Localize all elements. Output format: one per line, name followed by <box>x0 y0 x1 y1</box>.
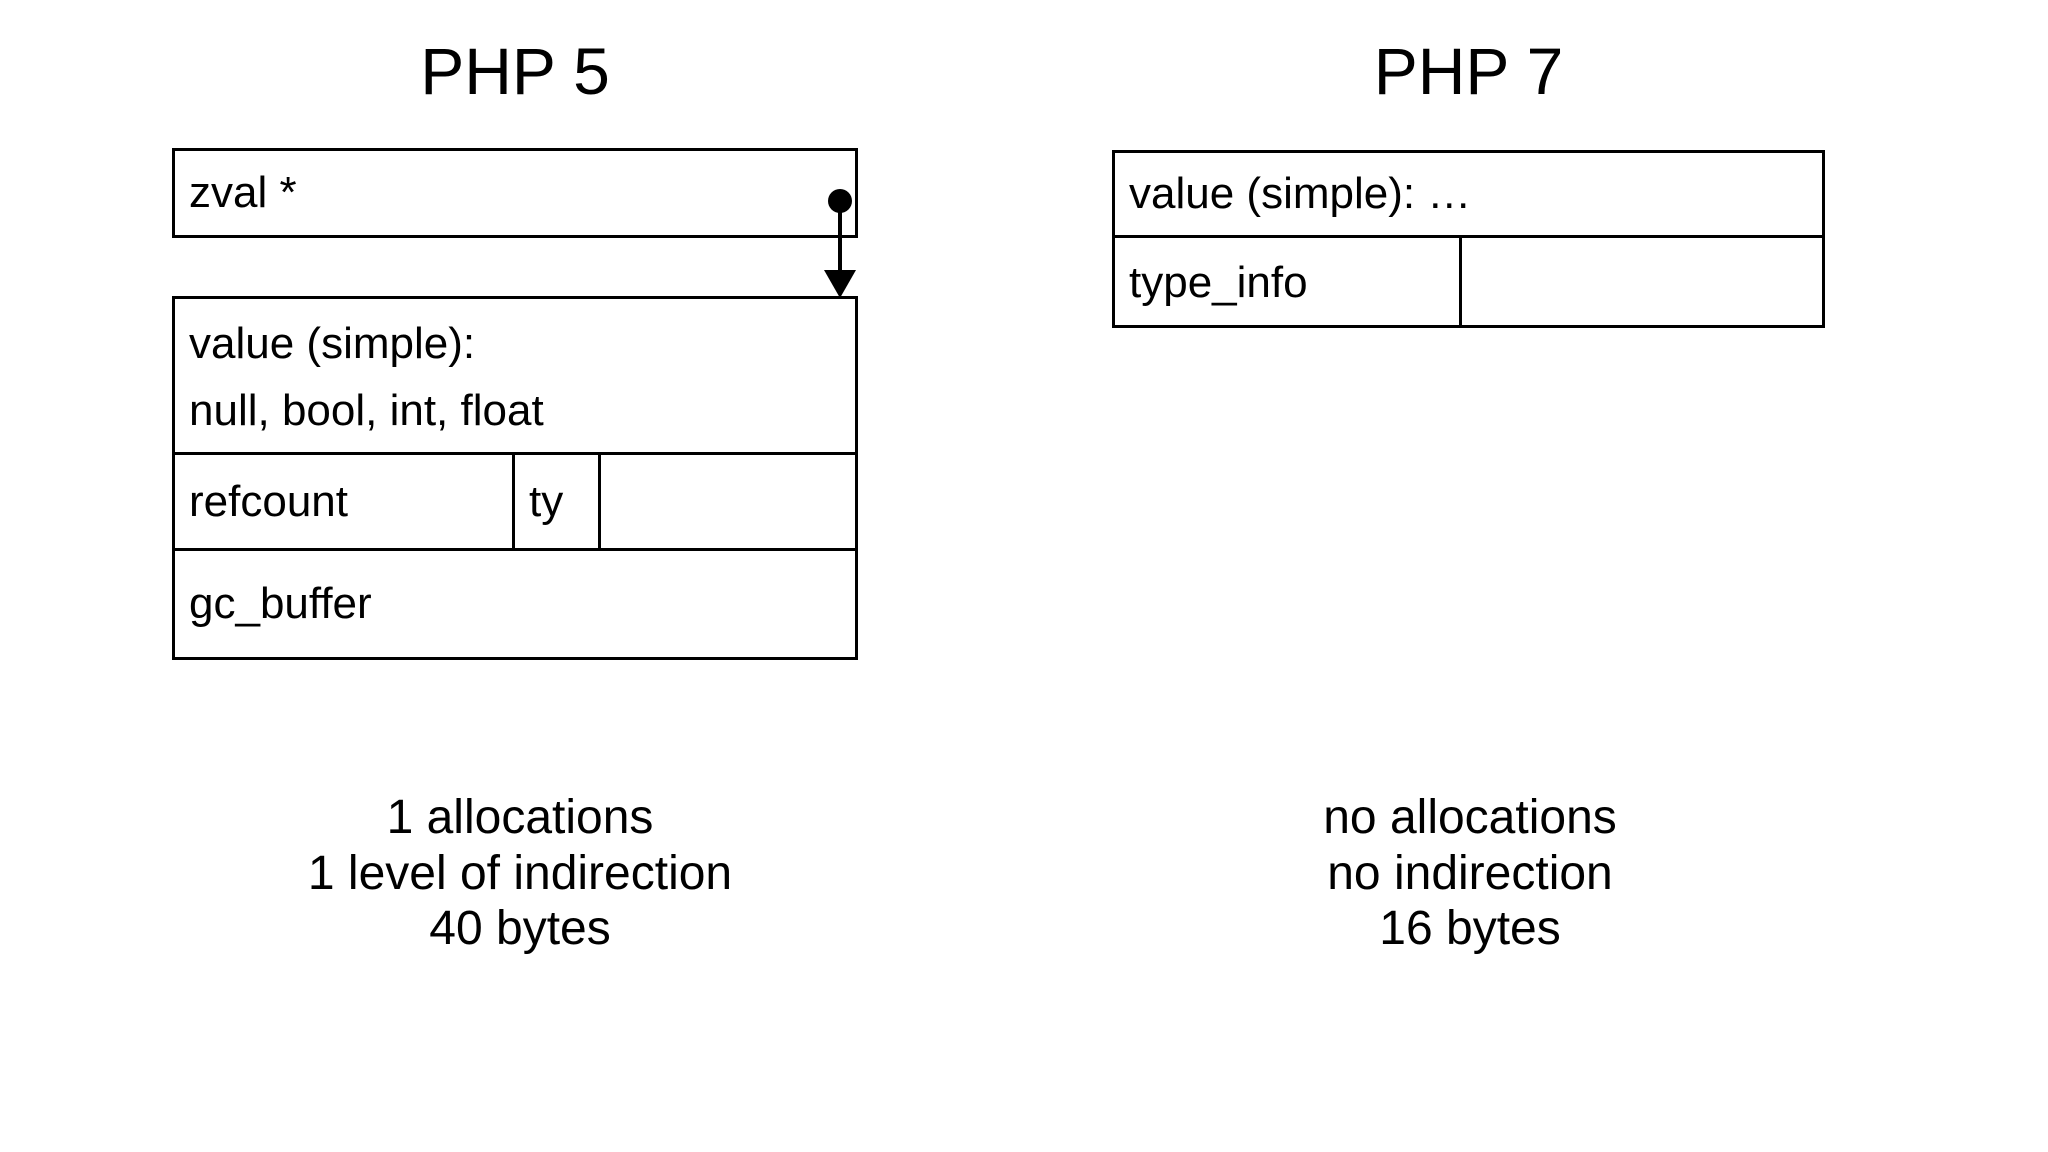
php7-cell-value: value (simple): … <box>1129 169 1472 219</box>
php5-caption: 1 allocations 1 level of indirection 40 … <box>180 790 860 957</box>
column-title-php7: PHP 7 <box>1373 34 1564 108</box>
php7-caption-line-1: no allocations <box>1323 791 1617 844</box>
column-title-php5: PHP 5 <box>420 34 610 108</box>
php7-cell-type-info: type_info <box>1115 238 1462 328</box>
php7-caption: no allocations no indirection 16 bytes <box>1120 790 1820 957</box>
php5-caption-line-3: 40 bytes <box>429 902 611 956</box>
zval-pointer-box: zval * <box>172 148 858 238</box>
php5-cell-gc-buffer: gc_buffer <box>189 579 372 629</box>
php5-row-refcount: refcount ty <box>175 455 855 551</box>
pointer-arrow-head-icon <box>824 270 856 298</box>
php5-cell-refcount: refcount <box>175 455 515 548</box>
php5-zval-struct-box: value (simple): null, bool, int, float r… <box>172 296 858 660</box>
php7-row-value: value (simple): … <box>1115 153 1822 238</box>
php5-row-value: value (simple): null, bool, int, float <box>175 299 855 455</box>
php7-caption-line-3: 16 bytes <box>1379 902 1561 956</box>
php5-cell-refcount-padding <box>601 455 855 548</box>
php5-cell-value: value (simple): null, bool, int, float <box>175 299 558 452</box>
php7-caption-line-2: no indirection <box>1327 846 1613 900</box>
php5-row-gc-buffer: gc_buffer <box>175 551 855 657</box>
php7-cell-type-info-padding <box>1462 238 1822 328</box>
php5-cell-type: ty <box>515 455 601 548</box>
zval-pointer-row: zval * <box>175 151 855 235</box>
php5-caption-line-1: 1 allocations <box>386 791 654 844</box>
php7-zval-struct-box: value (simple): … type_info <box>1112 150 1825 328</box>
php5-value-label-line2: null, bool, int, float <box>189 385 544 435</box>
pointer-arrow-shaft <box>838 200 842 276</box>
php7-row-type-info: type_info <box>1115 238 1822 328</box>
php5-caption-line-2: 1 level of indirection <box>307 846 733 900</box>
zval-pointer-label: zval * <box>189 168 297 218</box>
php5-value-label-line1: value (simple): <box>189 318 476 368</box>
